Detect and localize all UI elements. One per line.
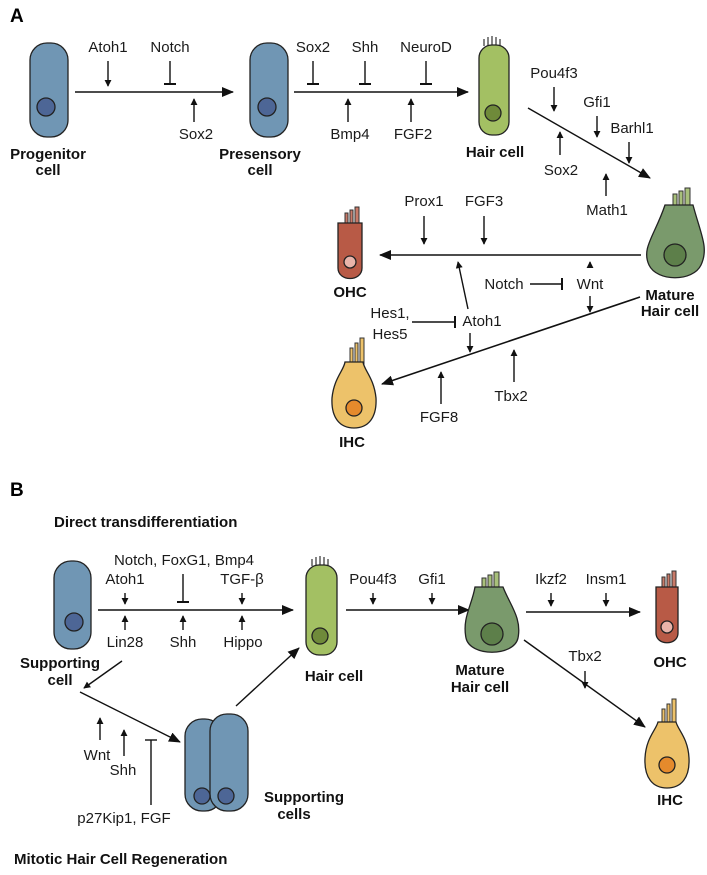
- direct-title: Direct transdifferentiation: [54, 514, 237, 531]
- supporting-cells-label-line2: cells: [277, 806, 310, 823]
- factor-wnt-b: Wnt: [84, 747, 112, 764]
- factor-shh-low: Shh: [110, 762, 137, 779]
- panel-b-letter: B: [10, 480, 24, 501]
- progenitor-cell-icon: [29, 42, 69, 138]
- factor-gfi1: Gfi1: [583, 94, 611, 111]
- presensory-label-line1: Presensory: [219, 146, 301, 163]
- factor-notch-foxg1-bmp4: Notch, FoxG1, Bmp4: [114, 552, 254, 569]
- ohc-cell-icon: [337, 206, 363, 280]
- supporting-label-line2: cell: [47, 672, 72, 689]
- factor-hippo: Hippo: [223, 634, 262, 651]
- factor-notch-mid: Notch: [484, 276, 523, 293]
- factor-shh-top: Shh: [352, 39, 379, 56]
- arrow-lin28-to-mitotic: [83, 660, 123, 689]
- progenitor-label-line1: Progenitor: [10, 146, 86, 163]
- factor-bmp4: Bmp4: [330, 126, 369, 143]
- mature-b-label-line1: Mature: [455, 662, 504, 679]
- factor-atoh1-top: Atoh1: [88, 39, 127, 56]
- factor-p27-fgf: p27Kip1, FGF: [77, 810, 170, 827]
- hair-cell-label: Hair cell: [466, 144, 524, 161]
- factor-notch-top: Notch: [150, 39, 189, 56]
- supporting-cell-icon: [53, 560, 92, 650]
- factor-tbx2: Tbx2: [494, 388, 527, 405]
- factor-atoh1-b: Atoh1: [105, 571, 144, 588]
- factor-sox2-diag: Sox2: [544, 162, 578, 179]
- factor-hes1: Hes1,: [370, 305, 409, 322]
- arrow-hair-cell-to-mature: [527, 107, 651, 179]
- factor-shh-b: Shh: [170, 634, 197, 651]
- ihc-cell-icon: [331, 337, 377, 429]
- factor-tbx2-b: Tbx2: [568, 648, 601, 665]
- arrow-supporting-cells-to-hair-cell: [235, 647, 300, 707]
- ihc-label: IHC: [339, 434, 365, 451]
- ihc-b-cell-icon: [644, 698, 690, 789]
- factor-tgfb: TGF-β: [220, 571, 264, 588]
- mitotic-title: Mitotic Hair Cell Regeneration: [14, 851, 227, 868]
- hair-cell-b-icon: [305, 556, 338, 656]
- arrow-atoh1-up: [455, 261, 469, 310]
- factor-wnt-mid: Wnt: [577, 276, 605, 293]
- mature-hair-cell-b-icon: [464, 571, 520, 653]
- hair-cell-icon: [478, 36, 510, 136]
- presensory-cell-icon: [249, 42, 289, 138]
- factor-fgf2: FGF2: [394, 126, 432, 143]
- supporting-label-line1: Supporting: [20, 655, 100, 672]
- arrow-supporting-to-supporting-cells: [79, 691, 181, 743]
- panel-a-letter: A: [10, 6, 24, 27]
- factor-neurod: NeuroD: [400, 39, 452, 56]
- mature-label-line1: Mature: [645, 287, 694, 304]
- factor-hes5: Hes5: [372, 326, 407, 343]
- factor-atoh1-mid: Atoh1: [462, 313, 501, 330]
- factor-gfi1-b: Gfi1: [418, 571, 446, 588]
- arrow-mature-to-ihc: [381, 296, 641, 386]
- ohc-b-cell-icon: [655, 570, 679, 644]
- hair-cell-b-label: Hair cell: [305, 668, 363, 685]
- factor-sox2-top: Sox2: [296, 39, 330, 56]
- mature-hair-cell-icon: [645, 187, 705, 279]
- factor-fgf8: FGF8: [420, 409, 458, 426]
- supporting-cells-icon: [184, 713, 249, 812]
- factor-lin28: Lin28: [107, 634, 144, 651]
- factor-prox1: Prox1: [404, 193, 443, 210]
- factor-insm1: Insm1: [586, 571, 627, 588]
- factor-math1: Math1: [586, 202, 628, 219]
- mature-label-line2: Hair cell: [641, 303, 699, 320]
- factor-barhl1: Barhl1: [610, 120, 653, 137]
- factor-fgf3: FGF3: [465, 193, 503, 210]
- factor-ikzf2: Ikzf2: [535, 571, 567, 588]
- factor-sox2-below: Sox2: [179, 126, 213, 143]
- ihc-b-label: IHC: [657, 792, 683, 809]
- presensory-label-line2: cell: [247, 162, 272, 179]
- mature-b-label-line2: Hair cell: [451, 679, 509, 696]
- progenitor-label-line2: cell: [35, 162, 60, 179]
- supporting-cells-label-line1: Supporting: [264, 789, 344, 806]
- ohc-label: OHC: [333, 284, 367, 301]
- factor-pou4f3: Pou4f3: [530, 65, 578, 82]
- factor-pou4f3-b: Pou4f3: [349, 571, 397, 588]
- ohc-b-label: OHC: [653, 654, 687, 671]
